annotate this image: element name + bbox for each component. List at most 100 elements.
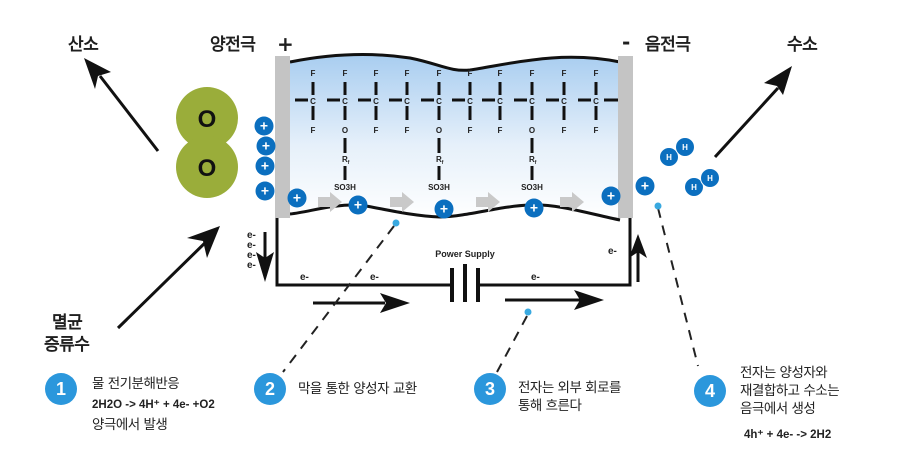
sterile-water-line1: 멸균	[52, 313, 83, 333]
chain-atom-top: F	[405, 69, 410, 78]
chain-atom-top: F	[311, 69, 316, 78]
water-in-arrow	[116, 236, 212, 330]
leader-line-2	[282, 225, 395, 373]
sulfonic-group: SO3H	[428, 183, 450, 192]
proton: +	[287, 188, 307, 208]
step-1-formula: 2H2O -> 4H⁺ + 4e- +O2	[92, 399, 215, 411]
electron-right-arrowhead-1	[380, 293, 410, 313]
leader-line-3	[496, 315, 528, 373]
step-badge-4: 4	[694, 375, 726, 407]
electron-label: e-	[531, 272, 540, 283]
chain-atom-bottom: F	[374, 126, 379, 135]
marker-dot-3	[524, 308, 532, 316]
chain-carbon: C	[529, 97, 535, 106]
chain-carbon: C	[373, 97, 379, 106]
membrane-fill	[290, 54, 620, 220]
hydrogen-atom: H	[691, 183, 697, 192]
electron-down-arrowhead	[256, 252, 274, 282]
oxygen-atom-1: O	[198, 106, 217, 133]
proton: +	[256, 136, 276, 156]
step-badge-1: 1	[45, 373, 77, 405]
oxygen-molecule: O O	[176, 87, 238, 198]
proton: +	[434, 199, 454, 219]
proton: +	[524, 198, 544, 218]
proton-sign: +	[354, 197, 362, 213]
protons: + + + + + + + + + +	[254, 116, 655, 219]
chain-carbon: C	[467, 97, 473, 106]
water-in-arrowhead	[187, 226, 220, 258]
proton-flow-arrow	[560, 192, 584, 212]
chain-atom-top: F	[562, 69, 567, 78]
chain-carbon: C	[404, 97, 410, 106]
step-1-extra: 양극에서 발생	[92, 417, 168, 433]
hydrogen-molecule: HH	[684, 168, 720, 197]
proton-sign: +	[261, 158, 269, 174]
chain-atom-top: F	[374, 69, 379, 78]
cathode-electrode	[618, 56, 633, 218]
step-badge-3: 3	[474, 373, 506, 405]
hydrogen-atom: H	[682, 143, 688, 152]
sterile-water-line2: 증류수	[44, 335, 90, 355]
proton-sign: +	[260, 118, 268, 134]
chain-atom-top: F	[468, 69, 473, 78]
step-3-text: 전자는 외부 회로를 통해 흐른다	[518, 379, 621, 415]
step-4-line: 음극에서 생성	[740, 401, 816, 417]
chain-atom-bottom: F	[405, 126, 410, 135]
anode-sign: +	[277, 32, 294, 56]
electron-right-arrowhead-2	[574, 290, 604, 310]
electron-label: e-	[608, 246, 617, 257]
proton: +	[635, 176, 655, 196]
chain-atom-bottom: F	[311, 126, 316, 135]
proton: +	[255, 156, 275, 176]
proton-flow-arrow	[390, 192, 414, 212]
hydrogen-label: 수소	[787, 35, 818, 55]
chain-atom-bottom: F	[468, 126, 473, 135]
proton-sign: +	[641, 178, 649, 194]
cathode-label: 음전극	[645, 35, 691, 55]
chain-carbon: C	[310, 97, 316, 106]
chain-carbon: C	[436, 97, 442, 106]
step-4-text: 전자는 양성자와 재결합하고 수소는 음극에서 생성 4h⁺ + 4e- -> …	[740, 364, 840, 444]
proton-sign: +	[530, 200, 538, 216]
oxygen-label: 산소	[68, 35, 99, 55]
chain-carbon: C	[561, 97, 567, 106]
chain-carbon: C	[593, 97, 599, 106]
hydrogen-atom: H	[707, 174, 713, 183]
proton: +	[348, 195, 368, 215]
anode-electrode	[275, 56, 290, 218]
proton-sign: +	[607, 188, 615, 204]
step-1-text: 물 전기분해반응 2H2O -> 4H⁺ + 4e- +O2 양극에서 발생	[92, 375, 215, 434]
oxygen-atom-2: O	[198, 155, 217, 182]
chain-atom-top: F	[498, 69, 503, 78]
sterile-water-label: 멸균 증류수	[44, 312, 90, 356]
hydrogen-out-arrowhead	[764, 66, 792, 95]
chain-atom-bottom: F	[498, 126, 503, 135]
chain-atom-top: F	[530, 69, 535, 78]
proton: +	[255, 181, 275, 201]
sulfonic-group: SO3H	[521, 183, 543, 192]
leader-lines	[282, 207, 699, 373]
proton-sign: +	[261, 183, 269, 199]
chain-atom-top: F	[343, 69, 348, 78]
chain-carbon: C	[497, 97, 503, 106]
oxygen-out-arrowhead	[84, 58, 111, 89]
chain-atom-bottom: O	[529, 126, 535, 135]
marker-dot-4	[654, 202, 662, 210]
electron-label: e-	[247, 260, 256, 271]
electron-flow-arrows	[256, 232, 647, 313]
cathode-sign: -	[622, 30, 631, 54]
external-circuit	[275, 218, 632, 302]
oxygen-out-arrow	[98, 75, 160, 152]
sulfonic-group: SO3H	[334, 183, 356, 192]
power-supply-label: Power Supply	[435, 249, 495, 259]
circuit-wire-right	[480, 218, 632, 287]
side-chain-rf: Rf	[342, 155, 350, 166]
hydrogen-molecule: HH	[659, 137, 695, 167]
step-1-line: 물 전기분해반응	[92, 376, 180, 392]
step-3-line: 통해 흐른다	[518, 398, 582, 414]
membrane: FCFFCORfSO3HFCFFCFFCORfSO3HFCFFCFFCORfSO…	[289, 53, 621, 222]
proton-flow-arrow	[318, 192, 342, 212]
step-2-text: 막을 통한 양성자 교환	[298, 380, 417, 398]
